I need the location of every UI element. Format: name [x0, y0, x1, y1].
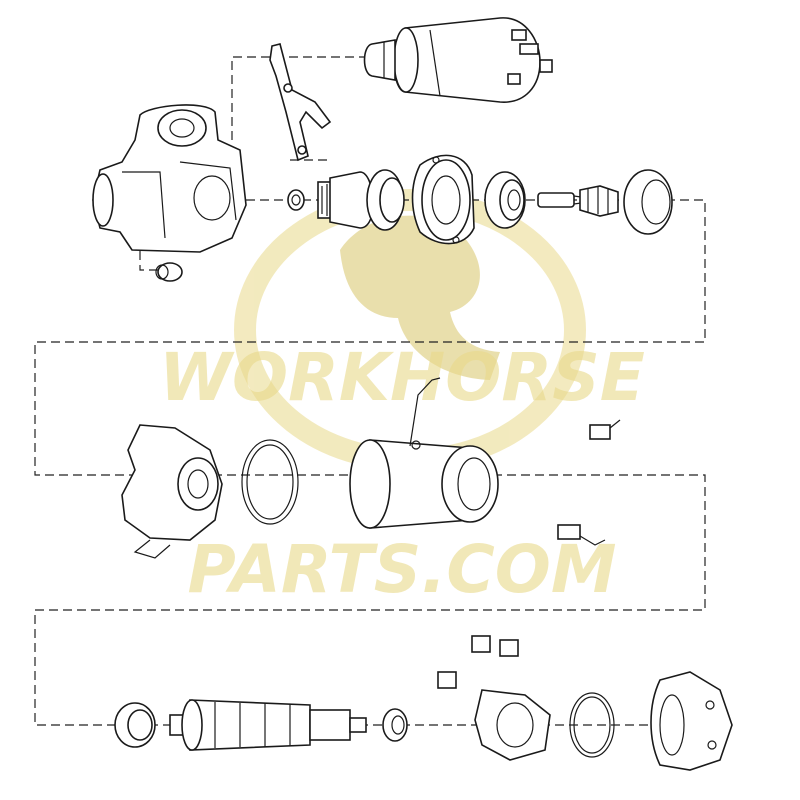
bearing-plate: [411, 154, 475, 245]
planetary-gear-assembly: [579, 169, 673, 235]
watermark: WORKHORSE PARTS.COM: [159, 189, 645, 608]
armature: [169, 699, 367, 751]
rear-o-ring: [569, 692, 615, 758]
horse-head-icon: [234, 189, 586, 471]
brush-holder-assembly: [437, 635, 551, 761]
solenoid: [363, 17, 553, 103]
brush-upper: [589, 419, 621, 440]
assembly-path: [34, 56, 706, 726]
rear-bearing: [382, 708, 408, 742]
bearing-ring: [484, 171, 526, 229]
small-washer: [287, 189, 305, 211]
intermediate-housing: [121, 424, 223, 559]
o-ring: [241, 439, 299, 525]
shift-fork-lever: [269, 43, 332, 162]
bushing: [155, 262, 183, 282]
pinion-drive: [317, 169, 405, 231]
shaft-pin: [537, 192, 589, 208]
brush-lower: [557, 524, 606, 546]
watermark-line2: PARTS.COM: [187, 531, 616, 608]
field-frame: [349, 377, 499, 529]
commutator-end-cap: [650, 671, 733, 771]
watermark-line1: WORKHORSE: [159, 339, 645, 416]
front-bearing: [114, 702, 156, 748]
drive-end-housing: [92, 104, 247, 253]
